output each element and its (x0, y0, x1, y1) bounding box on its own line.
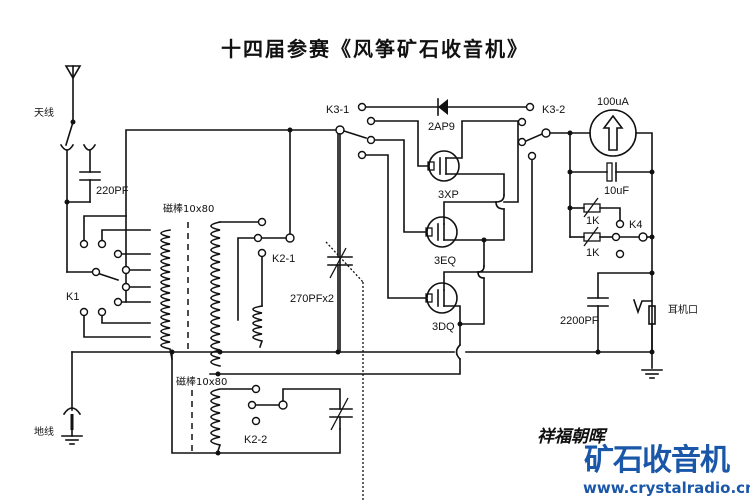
switch-k2-2 (247, 384, 341, 426)
diode-label: 2AP9 (428, 121, 455, 133)
brand-name: 矿石收音机 (584, 443, 730, 478)
transistor-3dq-icon (209, 154, 533, 375)
potentiometer-1-label: 1K (586, 215, 600, 227)
transistor-3dq-label: 3DQ (432, 321, 455, 333)
meter-icon (589, 109, 637, 157)
variable-capacitor-icon (325, 129, 364, 500)
antenna-label: 天线 (34, 106, 54, 119)
ground-icon (641, 351, 663, 379)
meter-label: 100uA (597, 96, 629, 108)
variable-capacitor-2-icon (329, 397, 353, 431)
transistor-3eq-icon (374, 121, 519, 248)
transistor-3eq-label: 3EQ (434, 255, 456, 267)
potentiometer-2-icon (569, 226, 613, 247)
antenna-coil-icon (160, 229, 173, 360)
capacitor-2200pf-label: 2200PF (560, 315, 599, 327)
capacitor-220pf-label: 220PF (96, 185, 129, 197)
capacitor-10uf-label: 10uF (604, 185, 629, 197)
switch-k1-label: K1 (66, 291, 79, 303)
ferrite-rod-top-label: 磁棒10x80 (163, 202, 214, 215)
potentiometer-1-icon (569, 197, 621, 221)
antenna-switch-icon (59, 121, 97, 273)
capacitor-2200pf-icon (587, 297, 609, 353)
ground-terminal-icon (61, 407, 83, 445)
potentiometer-2-label: 1K (586, 247, 600, 259)
capacitor-10uf-icon (569, 162, 653, 182)
antenna-icon (64, 65, 82, 123)
diagram-title: 十四届参赛《风筝矿石收音机》 (221, 37, 529, 61)
switch-k4-label: K4 (629, 219, 642, 231)
diode-icon (365, 98, 527, 116)
bottom-coil-icon (210, 388, 257, 453)
switch-k3-1 (335, 102, 376, 353)
ferrite-rod-bottom-label: 磁棒10x80 (176, 375, 227, 388)
earphone-jack-icon (632, 298, 656, 353)
switch-k3-1-label: K3-1 (326, 104, 349, 116)
transistor-3xp-label: 3XP (438, 189, 459, 201)
tuning-coil-icon (210, 221, 221, 367)
switch-k2-2-label: K2-2 (244, 434, 267, 446)
transistor-3xp-icon (374, 120, 519, 196)
brand-url: www.crystalradio.cn (583, 479, 750, 497)
switch-k2-1 (219, 217, 295, 349)
capacitor-220pf-icon (64, 171, 101, 205)
switch-k3-2-label: K3-2 (542, 104, 565, 116)
author-text: 祥福朝晖 (537, 427, 608, 447)
switch-k2-1-label: K2-1 (272, 253, 295, 265)
earphone-label: 耳机口 (668, 303, 698, 316)
switch-k1 (66, 215, 151, 338)
variable-capacitor-label: 270PFx2 (290, 293, 334, 305)
switch-k4 (611, 219, 655, 259)
ground-label: 地线 (34, 425, 54, 438)
